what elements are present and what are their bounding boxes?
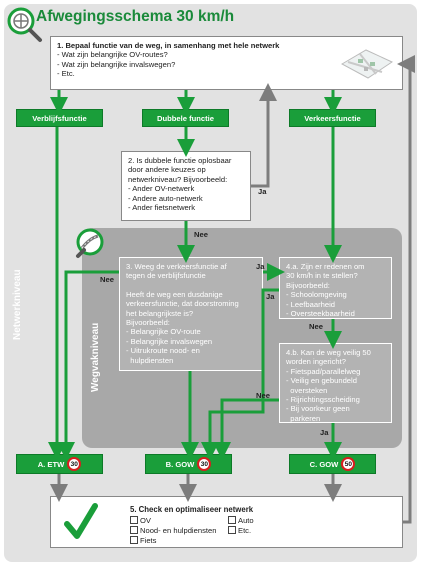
option-auto-label: Auto: [238, 516, 254, 525]
verkeersfunctie-label: Verkeersfunctie: [289, 109, 376, 127]
network-level-label: Netwerkniveau: [12, 269, 23, 340]
edge-label-ja: Ja: [320, 428, 329, 437]
road-section-level-label: Wegvakniveau: [90, 322, 101, 392]
step-5-title: 5. Check en optimaliseer netwerk: [130, 505, 254, 514]
result-b-box: B. GOW 30: [145, 454, 232, 474]
step-4b-line: parkeren: [286, 413, 321, 423]
step-2-box: 2. Is dubbele functie oplosbaar door and…: [121, 151, 251, 221]
checkbox-icon[interactable]: [130, 536, 138, 544]
option-ov[interactable]: OV: [130, 516, 151, 525]
magnifier-network-icon: [7, 7, 42, 42]
result-b-label: B. GOW: [165, 459, 195, 469]
edge-label-nee: Nee: [309, 322, 323, 331]
verblijfsfunctie-label: Verblijfsfunctie: [16, 109, 103, 127]
step-4a-line: 30 km/h in te stellen?: [286, 271, 358, 281]
step-4b-line: - Veilig en gebundeld: [286, 376, 357, 386]
step-3-line: het belangrijkste is?: [126, 308, 194, 318]
step-3-line: - Belangrijke OV-route: [126, 327, 201, 337]
step-1-line: - Etc.: [57, 69, 75, 79]
step-3-line: hulpdiensten: [126, 355, 174, 365]
option-nood-label: Nood- en hulpdiensten: [140, 526, 217, 535]
option-fiets-label: Fiets: [140, 536, 157, 545]
step-4b-line: worden ingericht?: [286, 357, 346, 367]
edge-label-ja: Ja: [256, 262, 265, 271]
step-3-line: - Belangrijke invalswegen: [126, 336, 213, 346]
step-2-line: netwerkniveau? Bijvoorbeeld:: [128, 174, 228, 184]
step-2-line: 2. Is dubbele functie oplosbaar: [128, 156, 232, 165]
edge-label-nee: Nee: [194, 230, 208, 239]
step-1-line: 1. Bepaal functie van de weg, in samenha…: [57, 41, 280, 50]
step-2-line: - Ander fietsnetwerk: [128, 203, 196, 213]
step-4b-line: - Fietspad/parallelweg: [286, 366, 361, 376]
step-2-line: - Ander OV-netwerk: [128, 184, 195, 194]
step-3-line: verkeersfunctie, dat doorstroming: [126, 299, 239, 309]
step-3-line: tegen de verblijfsfunctie: [126, 271, 206, 281]
result-a-box: A. ETW 30: [16, 454, 103, 474]
step-4a-line: - Oversteekbaarheid: [286, 309, 355, 319]
step-4b-box: 4.b. Kan de weg veilig 50 worden ingeric…: [279, 343, 392, 423]
option-etc-label: Etc.: [238, 526, 252, 535]
option-etc[interactable]: Etc.: [228, 526, 251, 535]
step-3-box: 3. Weeg de verkeersfunctie af tegen de v…: [119, 257, 263, 371]
option-nood[interactable]: Nood- en hulpdiensten: [130, 526, 216, 535]
edge-label-nee: Nee: [100, 275, 114, 284]
result-c-label: C. GOW: [309, 459, 339, 469]
step-4a-line: 4.a. Zijn er redenen om: [286, 262, 365, 271]
step-3-line: [126, 281, 256, 290]
map-illustration-icon: [340, 49, 394, 79]
checkbox-icon[interactable]: [228, 526, 236, 534]
option-ov-label: OV: [140, 516, 151, 525]
step-2-line: - Andere auto-netwerk: [128, 193, 203, 203]
magnifier-road-icon: [76, 228, 104, 258]
step-2-line: door andere keuzes op: [128, 165, 206, 175]
page-title: Afwegingsschema 30 km/h: [36, 8, 235, 25]
step-3-line: - Uitrukroute nood- en: [126, 346, 200, 356]
speed-sign-icon: 50: [341, 457, 356, 471]
step-1-line: - Wat zijn belangrijke invalswegen?: [57, 59, 176, 69]
option-auto[interactable]: Auto: [228, 516, 254, 525]
step-4b-line: - Bij voorkeur geen: [286, 404, 350, 414]
option-fiets[interactable]: Fiets: [130, 536, 156, 545]
step-4b-line: - Rijrichtingsscheiding: [286, 395, 360, 405]
speed-sign-icon: 30: [197, 457, 212, 471]
edge-label-nee: Nee: [256, 391, 270, 400]
step-3-line: Heeft de weg een dusdanige: [126, 289, 223, 299]
step-1-line: - Wat zijn belangrijke OV-routes?: [57, 50, 168, 60]
edge-label-ja: Ja: [258, 187, 267, 196]
step-3-line: Bijvoorbeeld:: [126, 318, 170, 328]
step-3-line: 3. Weeg de verkeersfunctie af: [126, 262, 227, 271]
checkbox-icon[interactable]: [130, 516, 138, 524]
edge-label-ja: Ja: [266, 292, 275, 301]
step-4b-line: oversteken: [286, 385, 328, 395]
result-a-label: A. ETW: [37, 459, 65, 469]
step-5-box: [50, 496, 403, 548]
step-4a-line: - Leefbaarheid: [286, 299, 335, 309]
speed-sign-icon: 30: [67, 457, 82, 471]
step-4a-line: - Schoolomgeving: [286, 290, 347, 300]
result-c-box: C. GOW 50: [289, 454, 376, 474]
step-4b-line: 4.b. Kan de weg veilig 50: [286, 348, 371, 357]
step-4a-line: Bijvoorbeeld:: [286, 280, 330, 290]
checkmark-icon: [64, 503, 98, 539]
checkbox-icon[interactable]: [130, 526, 138, 534]
checkbox-icon[interactable]: [228, 516, 236, 524]
dubbele-functie-label: Dubbele functie: [142, 109, 229, 127]
step-4a-box: 4.a. Zijn er redenen om 30 km/h in te st…: [279, 257, 392, 319]
